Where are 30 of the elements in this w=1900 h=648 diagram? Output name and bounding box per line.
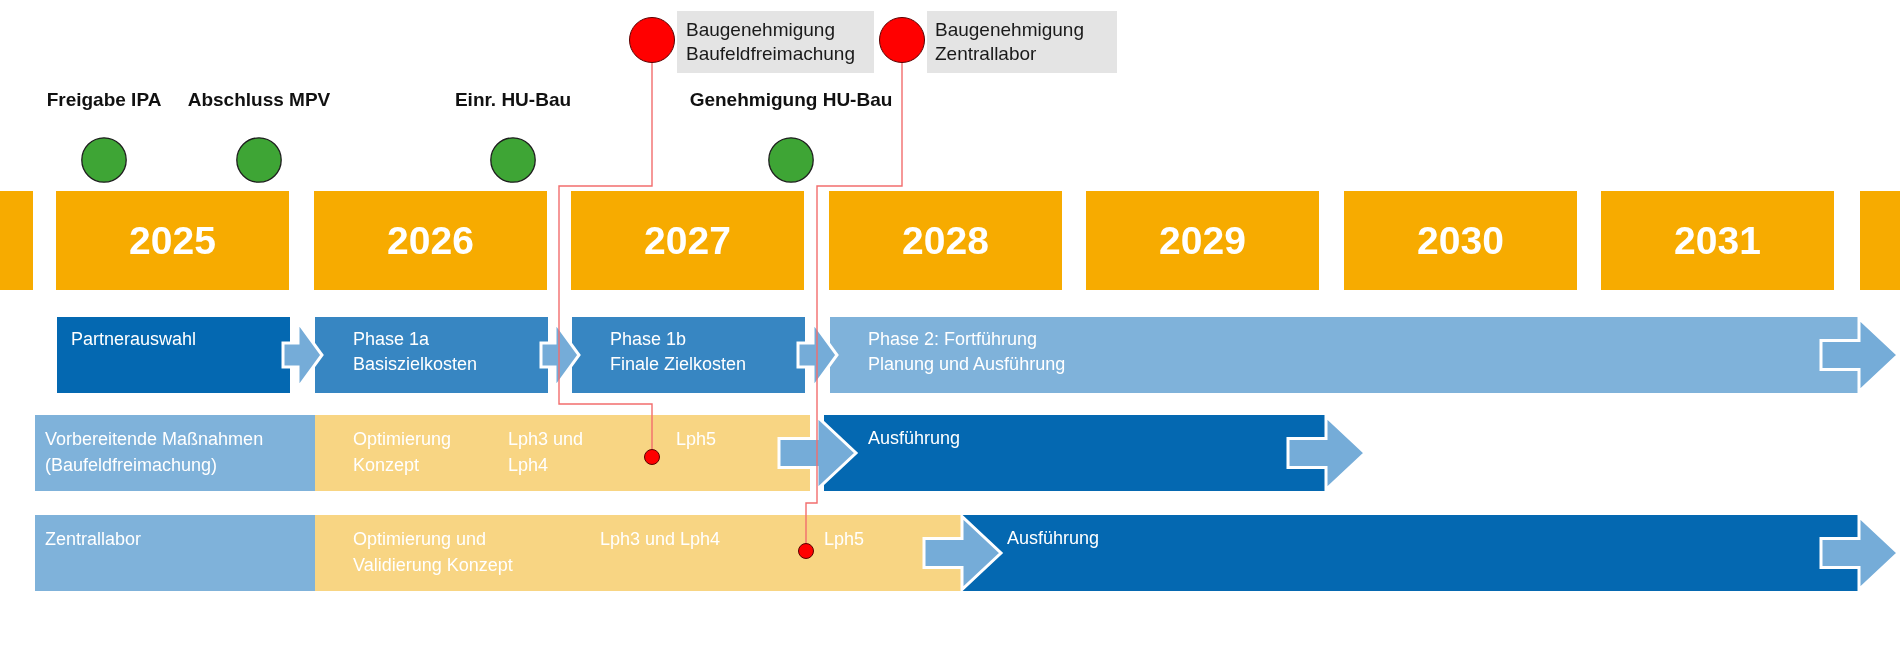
phase-bar [830, 317, 1859, 393]
year-box [1344, 191, 1577, 290]
connector-line [805, 62, 903, 544]
milestone-label: Einr. HU-Bau [454, 88, 572, 112]
block-arrow [922, 513, 1004, 593]
planning-band [315, 415, 810, 491]
year-box [56, 191, 289, 290]
milestone-label: Genehmigung HU-Bau [689, 88, 893, 112]
phase-bar [57, 317, 290, 393]
planning-band [315, 515, 962, 591]
milestone-marker [644, 449, 660, 465]
milestone-label: Freigabe IPA [46, 88, 162, 112]
year-box [1860, 191, 1900, 290]
year-box [571, 191, 804, 290]
milestone-marker [798, 543, 814, 559]
milestone-callout [677, 11, 874, 73]
year-box [1086, 191, 1319, 290]
milestone-callout [927, 11, 1117, 73]
year-box [0, 191, 33, 290]
milestone-marker [879, 17, 925, 63]
year-box [1601, 191, 1834, 290]
milestone-label: Abschluss MPV [187, 88, 331, 112]
year-box [829, 191, 1062, 290]
phase-bar [315, 317, 548, 393]
phase-bar [962, 515, 1859, 591]
phase-bar [824, 415, 1326, 491]
year-box [314, 191, 547, 290]
connector-line [558, 62, 653, 450]
milestone-marker [629, 17, 675, 63]
phase-bar [572, 317, 805, 393]
